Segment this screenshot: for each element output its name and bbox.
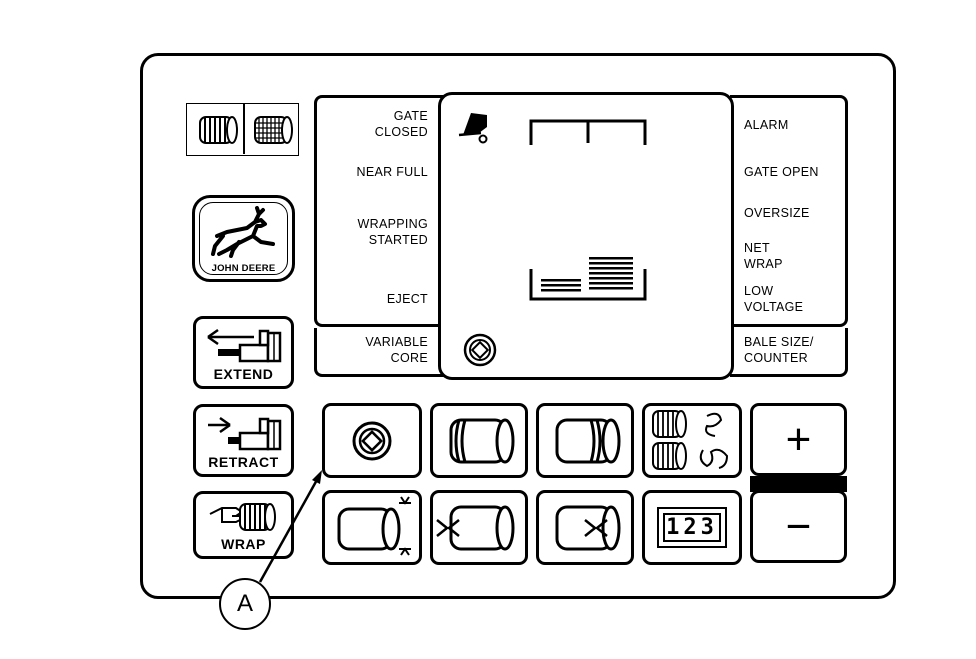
john-deere-deer-icon xyxy=(211,206,275,258)
extend-label: EXTEND xyxy=(213,366,274,382)
label-net-wrap: NET WRAP xyxy=(744,241,783,271)
counter-digits: 123 xyxy=(666,515,718,540)
label-low-voltage: LOW VOLTAGE xyxy=(744,284,804,314)
left-label-band xyxy=(314,95,444,327)
bale-chamber-graphic xyxy=(529,119,647,301)
label-variable-core: VARIABLE CORE xyxy=(365,335,428,365)
wrap-hand-icon xyxy=(209,503,276,531)
right-bale-size-band xyxy=(730,328,848,377)
label-gate-closed: GATE CLOSED xyxy=(374,109,428,139)
plus-label: + xyxy=(785,415,812,464)
label-gate-open: GATE OPEN xyxy=(744,165,819,179)
minus-key[interactable]: − xyxy=(750,490,847,563)
label-alarm: ALARM xyxy=(744,118,789,132)
right-label-band xyxy=(730,95,848,327)
wrap-count-key[interactable] xyxy=(642,403,742,478)
bale-shape-key[interactable] xyxy=(536,403,634,478)
retract-label: RETRACT xyxy=(208,454,279,470)
variable-core-icon xyxy=(463,333,497,367)
counter-display: 123 xyxy=(657,507,727,548)
callout-leader xyxy=(258,470,322,583)
label-near-full: NEAR FULL xyxy=(356,165,428,179)
plus-key[interactable]: + xyxy=(750,403,847,476)
minus-label: − xyxy=(785,502,812,551)
label-eject: EJECT xyxy=(386,292,428,306)
variable-core-key[interactable] xyxy=(322,403,422,478)
bale-diameter-key[interactable] xyxy=(430,403,528,478)
retract-button[interactable]: RETRACT xyxy=(193,404,294,477)
bale-size-key[interactable] xyxy=(322,490,422,565)
label-wrapping-started: WRAPPING STARTED xyxy=(357,217,428,247)
label-oversize: OVERSIZE xyxy=(744,206,810,220)
bale-net-icon xyxy=(254,116,293,144)
counter-key[interactable]: 123 xyxy=(642,490,742,565)
john-deere-logo: JOHN DEERE xyxy=(192,195,295,282)
wrap-label: WRAP xyxy=(221,536,266,552)
wrap-type-selector[interactable] xyxy=(186,103,299,156)
lcd-display xyxy=(438,92,734,380)
extend-button[interactable]: EXTEND xyxy=(193,316,294,389)
net-wrap-key[interactable] xyxy=(430,490,528,565)
cylinder-retract-icon xyxy=(208,416,282,451)
control-panel xyxy=(140,53,896,599)
twine-wrap-key[interactable] xyxy=(536,490,634,565)
logo-text: JOHN DEERE xyxy=(211,263,276,274)
left-variable-core-band xyxy=(314,328,444,377)
callout-a: A xyxy=(219,578,271,630)
plus-minus-divider xyxy=(750,476,847,492)
wrap-button[interactable]: WRAP xyxy=(193,491,294,559)
cylinder-extend-icon xyxy=(207,328,282,363)
bale-twine-icon xyxy=(199,116,238,144)
label-bale-size-counter: BALE SIZE/ COUNTER xyxy=(744,335,814,365)
gate-icon xyxy=(458,113,488,144)
callout-a-label: A xyxy=(236,590,253,617)
